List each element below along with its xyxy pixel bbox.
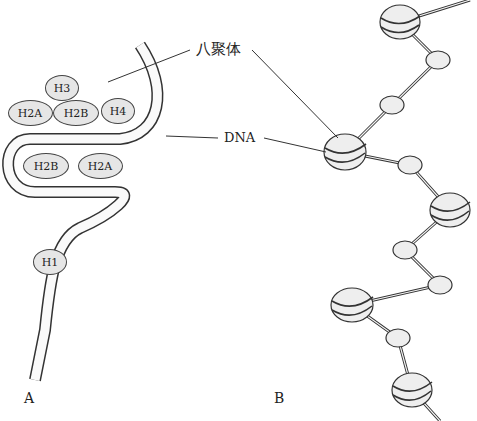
dna-strand-inner — [8, 45, 157, 380]
nucleosome-beads — [324, 5, 470, 407]
histone-blob: H4 — [101, 98, 135, 124]
panel-letter: A — [22, 390, 36, 406]
histone-label: H2B — [64, 108, 89, 119]
histone-label: H2B — [34, 161, 59, 172]
histone-blob: H2B — [53, 100, 99, 126]
histone-blob: H3 — [45, 75, 79, 101]
histone-label: H2A — [18, 108, 43, 119]
callout-label: 八聚体 — [194, 40, 243, 59]
leader-lines — [108, 50, 338, 152]
histone-label: H2A — [88, 161, 113, 172]
dna-strand — [8, 45, 157, 380]
histone-blob: H2A — [8, 100, 53, 126]
panel-letter: B — [272, 390, 286, 406]
dna-wraps — [325, 16, 470, 400]
histone-label: H3 — [54, 83, 71, 94]
histone-blob: H2A — [78, 153, 123, 179]
histone-blob: H1 — [33, 249, 67, 275]
linker-dna-inner — [345, 0, 470, 421]
histone-label: H1 — [42, 257, 59, 268]
linker-dna — [345, 0, 470, 421]
histone-blob: H2B — [23, 153, 69, 179]
histone-label: H4 — [110, 106, 127, 117]
callout-label: DNA — [222, 130, 257, 145]
